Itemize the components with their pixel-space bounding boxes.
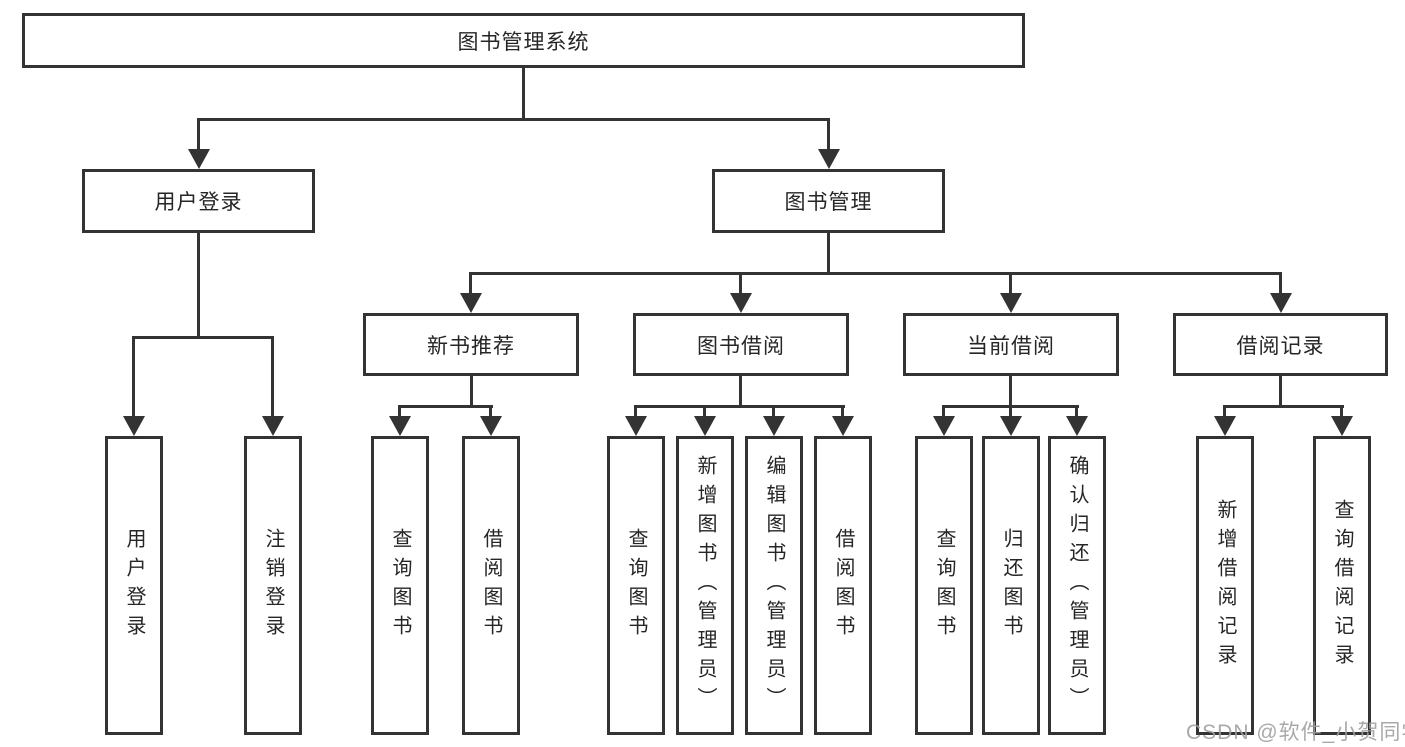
arrowhead-down (730, 293, 752, 313)
node-label: 图书借阅 (697, 334, 785, 358)
leaf-query-borrow-record: 查询借阅记录 (1313, 436, 1371, 735)
leaf-label: 新增图书（管理员） (694, 455, 716, 716)
leaf-user-login: 用户登录 (105, 436, 163, 735)
leaf-edit-book-admin: 编辑图书（管理员） (745, 436, 803, 735)
connector-line (1279, 376, 1282, 407)
node-label: 图书管理系统 (457, 30, 590, 54)
node-label: 借阅记录 (1236, 334, 1325, 358)
arrowhead-down (188, 149, 210, 169)
node-current-borrowing: 当前借阅 (903, 313, 1119, 376)
leaf-label: 查询借阅记录 (1331, 498, 1353, 673)
arrowhead-down (625, 416, 647, 436)
csdn-watermark: CSDN @软件_小贺同学 (1186, 721, 1405, 744)
arrowhead-down (262, 416, 284, 436)
connector-line (827, 233, 830, 275)
leaf-query-books-recommend: 查询图书 (371, 436, 429, 735)
connector-line (197, 118, 200, 151)
leaf-label: 编辑图书（管理员） (763, 455, 785, 716)
arrowhead-down (1000, 293, 1022, 313)
connector-line (703, 405, 706, 418)
arrowhead-down (694, 416, 716, 436)
connector-line (197, 233, 200, 338)
leaf-label: 注销登录 (262, 527, 284, 644)
connector-line (1223, 405, 1344, 408)
leaf-borrow-books-borrowing: 借阅图书 (814, 436, 872, 735)
connector-line (469, 272, 472, 295)
leaf-label: 确认归还（管理员） (1066, 455, 1088, 716)
connector-line (470, 376, 473, 407)
connector-line (489, 405, 492, 418)
leaf-label: 新增借阅记录 (1214, 498, 1236, 673)
arrowhead-down (389, 416, 411, 436)
node-label: 用户登录 (154, 191, 243, 214)
arrowhead-down (1000, 416, 1022, 436)
arrowhead-down (818, 149, 840, 169)
arrowhead-down (832, 416, 854, 436)
connector-line (634, 405, 637, 418)
connector-line (1009, 376, 1012, 407)
connector-line (522, 68, 525, 121)
leaf-label: 归还图书 (1000, 527, 1022, 644)
leaf-add-book-admin: 新增图书（管理员） (676, 436, 734, 735)
connector-line (398, 405, 493, 408)
leaf-label: 查询图书 (933, 527, 955, 644)
arrowhead-down (123, 416, 145, 436)
connector-line (1340, 405, 1343, 418)
connector-line (398, 405, 401, 418)
leaf-query-books-borrowing: 查询图书 (607, 436, 665, 735)
connector-line (1009, 272, 1012, 295)
node-label: 新书推荐 (427, 334, 515, 358)
leaf-add-borrow-record: 新增借阅记录 (1196, 436, 1254, 735)
leaf-label: 查询图书 (389, 527, 411, 644)
node-book-borrowing: 图书借阅 (633, 313, 849, 376)
connector-line (841, 405, 844, 418)
connector-line (132, 336, 135, 418)
node-borrowing-records: 借阅记录 (1173, 313, 1388, 376)
leaf-return-books: 归还图书 (982, 436, 1040, 735)
connector-line (739, 272, 742, 295)
connector-line (772, 405, 775, 418)
leaf-label: 借阅图书 (832, 527, 854, 644)
connector-line (634, 405, 845, 408)
node-user-login: 用户登录 (82, 169, 315, 233)
arrowhead-down (480, 416, 502, 436)
node-library-management-system: 图书管理系统 (22, 13, 1025, 68)
node-book-management: 图书管理 (712, 169, 945, 233)
connector-line (469, 272, 1282, 275)
connector-line (1009, 405, 1012, 418)
leaf-logout-login: 注销登录 (244, 436, 302, 735)
connector-line (132, 336, 274, 339)
arrowhead-down (763, 416, 785, 436)
connector-line (1223, 405, 1226, 418)
leaf-label: 借阅图书 (480, 527, 502, 644)
connector-line (739, 376, 742, 407)
connector-line (942, 405, 945, 418)
connector-line (827, 118, 830, 151)
leaf-query-books-current: 查询图书 (915, 436, 973, 735)
leaf-confirm-return-admin: 确认归还（管理员） (1048, 436, 1106, 735)
connector-line (197, 118, 830, 121)
arrowhead-down (1066, 416, 1088, 436)
arrowhead-down (1331, 416, 1353, 436)
leaf-label: 查询图书 (625, 527, 647, 644)
arrowhead-down (460, 293, 482, 313)
connector-line (1279, 272, 1282, 295)
leaf-borrow-books-recommend: 借阅图书 (462, 436, 520, 735)
arrowhead-down (1270, 293, 1292, 313)
connector-line (1075, 405, 1078, 418)
node-label: 图书管理 (784, 191, 873, 214)
arrowhead-down (1214, 416, 1236, 436)
node-label: 当前借阅 (967, 334, 1055, 358)
connector-line (271, 336, 274, 418)
node-new-book-recommendation: 新书推荐 (363, 313, 579, 376)
arrowhead-down (933, 416, 955, 436)
leaf-label: 用户登录 (123, 527, 145, 644)
